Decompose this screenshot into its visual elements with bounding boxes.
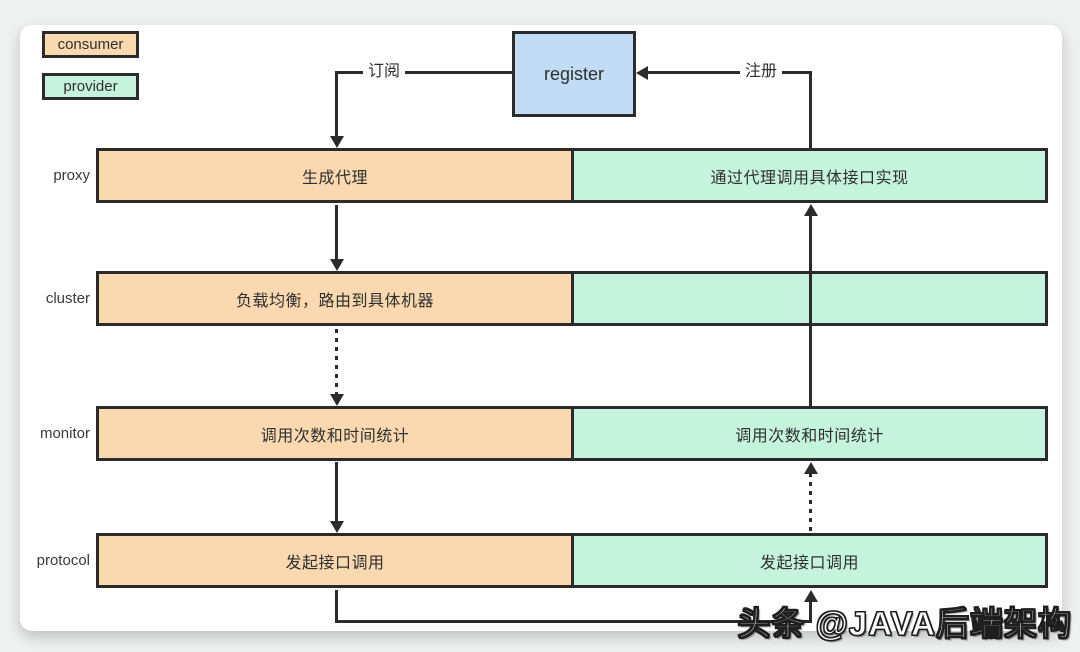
protocol-provider-cell: 发起接口调用 (571, 533, 1048, 588)
register-label: 注册 (740, 61, 783, 83)
legend-provider-box: provider (42, 73, 139, 100)
subscribe-label: 订阅 (363, 61, 406, 83)
legend-consumer-box: consumer (42, 31, 139, 58)
proxy-consumer-cell: 生成代理 (96, 148, 574, 203)
proxy-provider-cell: 通过代理调用具体接口实现 (571, 148, 1048, 203)
bottom-connector-left-vertical (335, 590, 338, 622)
proxy-row: 生成代理 通过代理调用具体接口实现 (96, 148, 1048, 203)
row-label-cluster: cluster (45, 290, 90, 307)
subscribe-arrowhead (330, 136, 344, 148)
canvas-card (20, 25, 1062, 631)
arrow-proxy-to-cluster-head (330, 259, 344, 271)
register-arrowhead (636, 66, 648, 80)
bottom-connector-right-vertical (809, 601, 812, 622)
arrow-monitor-to-protocol-line (335, 462, 338, 522)
arrow-monitor-to-proxy-line (809, 214, 812, 406)
subscribe-edge-vertical (335, 71, 338, 136)
subscribe-edge-horizontal (335, 71, 512, 74)
row-label-monitor: monitor (39, 425, 90, 442)
bottom-connector-arrowhead (804, 590, 818, 602)
protocol-consumer-cell: 发起接口调用 (96, 533, 574, 588)
row-label-proxy: proxy (53, 167, 90, 184)
cluster-row: 负载均衡，路由到具体机器 (96, 271, 1048, 326)
monitor-provider-cell: 调用次数和时间统计 (571, 406, 1048, 461)
cluster-consumer-cell: 负载均衡，路由到具体机器 (96, 271, 574, 326)
arrow-monitor-to-protocol-head (330, 521, 344, 533)
monitor-consumer-cell: 调用次数和时间统计 (96, 406, 574, 461)
arrow-cluster-to-monitor-head (330, 394, 344, 406)
register-edge-horizontal (648, 71, 812, 74)
row-label-protocol: protocol (36, 552, 90, 569)
monitor-row: 调用次数和时间统计 调用次数和时间统计 (96, 406, 1048, 461)
arrow-protocol-to-monitor-head (804, 462, 818, 474)
watermark-text: 头条 @JAVA后端架构 (737, 605, 1072, 643)
arrow-proxy-to-cluster-line (335, 205, 338, 260)
protocol-row: 发起接口调用 发起接口调用 (96, 533, 1048, 588)
register-edge-vertical (809, 71, 812, 148)
arrow-monitor-to-proxy-head (804, 204, 818, 216)
arrow-cluster-to-monitor-line (335, 329, 338, 395)
arrow-protocol-to-monitor-line (809, 473, 812, 533)
bottom-connector-horizontal (335, 620, 812, 623)
register-box: register (512, 31, 636, 117)
